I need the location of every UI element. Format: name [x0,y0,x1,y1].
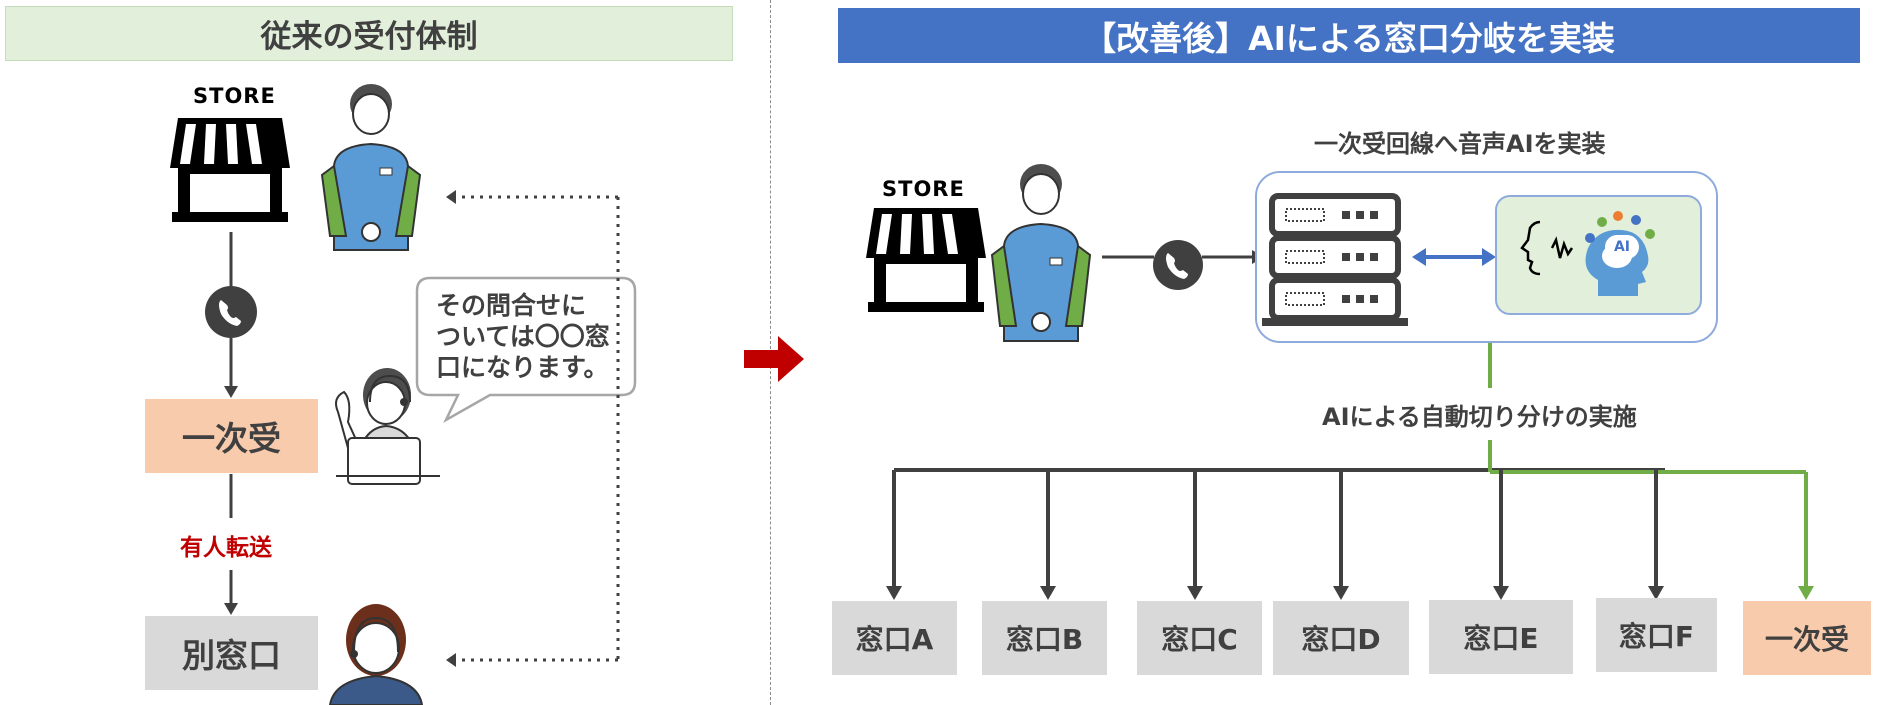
speaking-face-icon [1520,220,1574,276]
left-phone-icon [205,286,257,338]
window-c-box: 窓口C [1137,601,1262,675]
window-a-box: 窓口A [832,601,957,675]
transition-arrow-icon [744,336,804,382]
bubble-line-1: その問合せに [436,291,587,320]
bubble-line-3: 口になります。 [436,353,609,382]
clerk-figure-right [990,164,1092,342]
ai-badge: AI [1605,235,1639,259]
operator-figure [335,368,440,485]
first-reception-box: 一次受 [145,399,318,473]
window-e-box: 窓口E [1429,600,1573,674]
left-title: 従来の受付体制 [5,6,733,61]
right-title: 【改善後】AIによる窓口分岐を実装 [838,8,1860,63]
left-diagram-graphics [170,84,637,705]
left-store-label: STORE [193,84,276,108]
server-icon [1262,193,1408,326]
voice-ai-label: 一次受回線へ音声AIを実装 [1314,130,1606,158]
auto-split-label: AIによる自動切り分けの実施 [1322,403,1637,431]
bubble-line-2: ついては〇〇窓 [436,322,610,351]
left-store-icon [170,118,290,222]
female-agent-figure [328,604,424,705]
double-arrow-left [1412,248,1426,266]
other-window-box: 別窓口 [145,616,318,690]
transfer-label: 有人転送 [180,535,272,561]
speech-bubble-text: その問合せに ついては〇〇窓 口になります。 [436,290,610,383]
right-store-icon [866,208,986,312]
right-store-label: STORE [882,177,965,201]
right-diagram-graphics [866,164,1814,600]
dotted-loop-arrow [455,195,620,662]
right-first-reception-box: 一次受 [1743,601,1871,675]
clerk-figure-left [320,84,422,251]
speech-bubble [415,276,637,424]
double-arrow-right [1482,248,1496,266]
window-b-box: 窓口B [982,601,1107,675]
window-d-box: 窓口D [1273,601,1409,675]
window-f-box: 窓口F [1596,598,1717,672]
branch-drop-lines [886,470,1664,600]
right-phone-icon [1153,240,1203,290]
